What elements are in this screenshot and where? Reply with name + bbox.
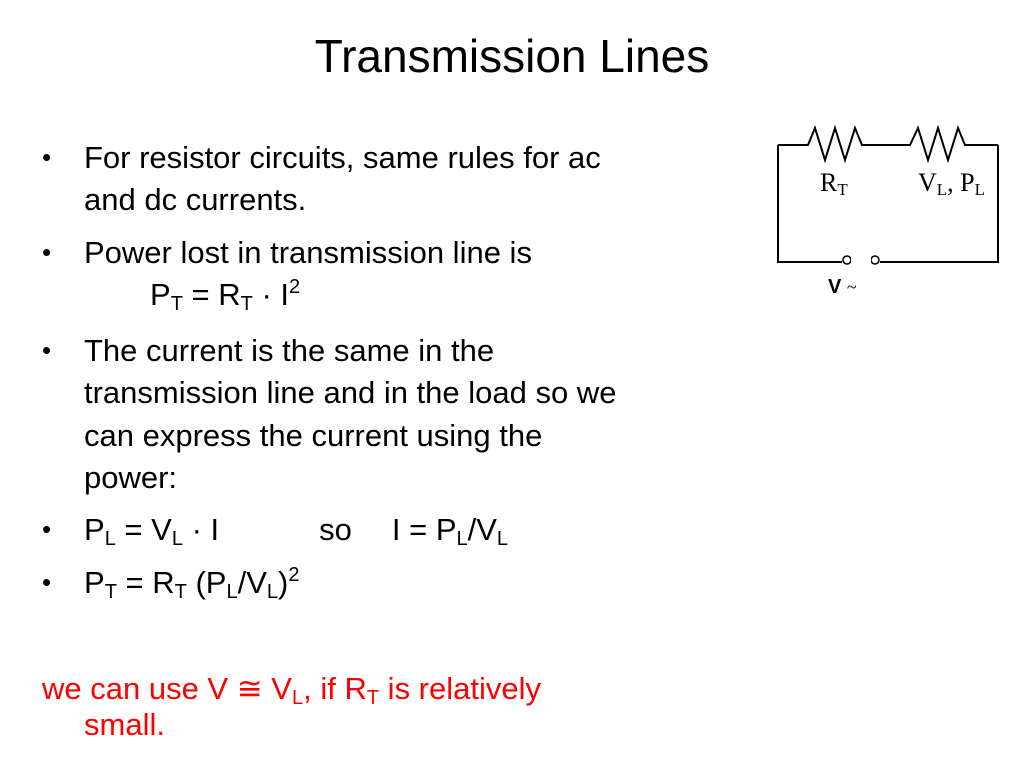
- terminal-right-icon: [870, 255, 880, 265]
- bullet-text-line1: For resistor circuits, same rules for ac: [84, 140, 601, 175]
- resistor-rt-icon: [778, 124, 998, 164]
- terminal-left-icon: [842, 255, 852, 265]
- slide-title: Transmission Lines: [314, 30, 710, 82]
- bullet-dot: •: [42, 567, 52, 597]
- bullet-dot: •: [42, 514, 52, 544]
- label-rt: RT: [820, 168, 848, 199]
- circuit-wire: [880, 145, 999, 263]
- label-vl-pl: VL, PL: [918, 168, 986, 199]
- bullet-text-line1: Power lost in transmission line is: [84, 235, 532, 270]
- ac-tilde-icon: ~: [846, 277, 857, 297]
- bullet-dot: •: [42, 142, 52, 172]
- bullet-text-line3: can express the current using the: [84, 418, 543, 453]
- label-source-v: V ~: [828, 276, 857, 298]
- bullet-text-line1: The current is the same in the: [84, 333, 495, 368]
- bullet-text-line2: and dc currents.: [84, 182, 307, 217]
- approximation-note: we can use V ≅ VL, if RT is relatively: [42, 671, 541, 709]
- bullet-text-line2: transmission line and in the load so we: [84, 375, 617, 410]
- approximation-note-line2: small.: [84, 707, 165, 742]
- circuit-wire: [777, 145, 842, 263]
- bullet-dot: •: [42, 335, 52, 365]
- bullet-dot: •: [42, 237, 52, 267]
- bullet-text-line4: power:: [84, 460, 178, 495]
